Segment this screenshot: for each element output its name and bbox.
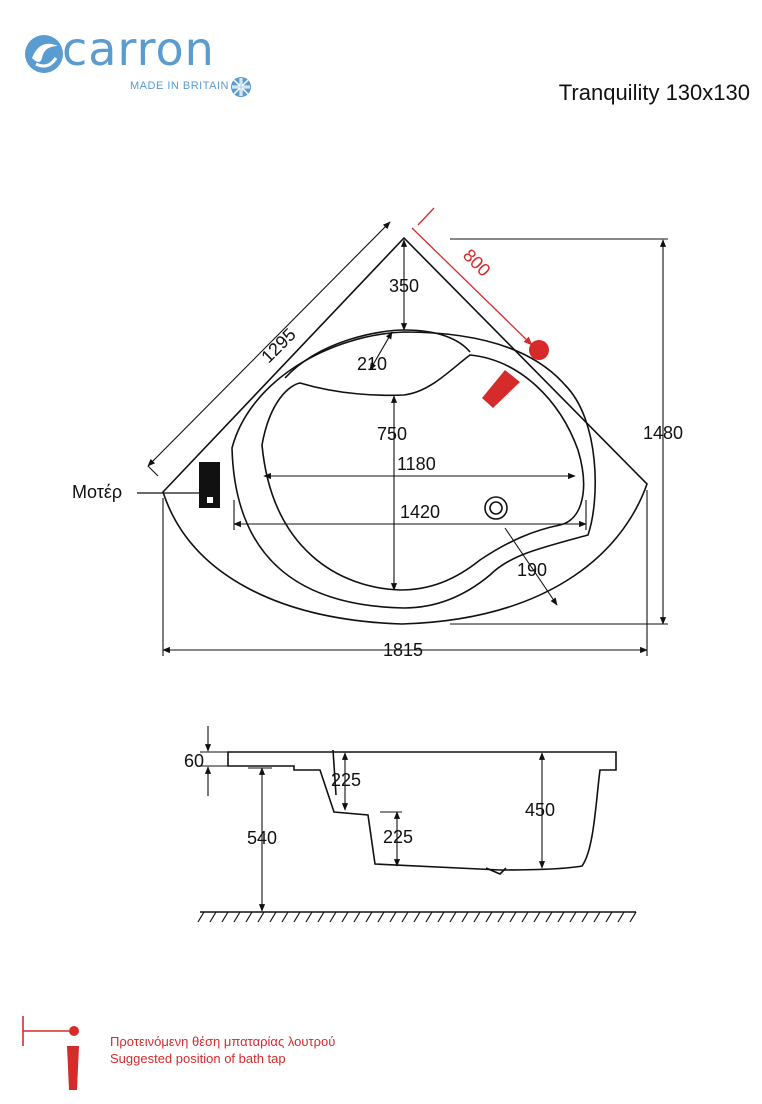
hatch-mark [329, 911, 337, 923]
hatch-mark [377, 911, 385, 923]
brand-logo: carron MADE IN BRITAIN [22, 22, 262, 100]
dim-1480-label: 1480 [643, 423, 683, 443]
swirl-logo-icon [25, 35, 63, 73]
hatch-mark [221, 911, 229, 923]
motor-label: Μοτέρ [72, 482, 122, 502]
hatch-mark [617, 911, 625, 923]
section-inner [332, 749, 337, 796]
hatch-mark [533, 911, 541, 923]
hatch-mark [437, 911, 445, 923]
hatch-mark [389, 911, 397, 923]
hatch-mark [581, 911, 589, 923]
tap-legend: Προτεινόμενη θέση μπαταρίας λουτρού Sugg… [20, 1012, 440, 1092]
technical-drawing: 350 210 750 1180 1420 190 1480 1815 1295… [72, 207, 683, 923]
hatch-mark [605, 911, 613, 923]
brand-tagline: MADE IN BRITAIN [130, 80, 229, 92]
legend-text-english: Suggested position of bath tap [110, 1051, 286, 1066]
dim-1295-label: 1295 [257, 324, 299, 366]
legend-text-greek: Προτεινόμενη θέση μπαταρίας λουτρού [110, 1034, 336, 1049]
hatch-mark [545, 911, 553, 923]
hatch-mark [509, 911, 517, 923]
hatch-mark [245, 911, 253, 923]
section-view [227, 749, 617, 875]
tap-position-marker [411, 207, 549, 408]
drain-icon [484, 496, 508, 520]
hatch-mark [209, 911, 217, 923]
hatch-mark [593, 911, 601, 923]
hatch-mark [353, 911, 361, 923]
product-title: Tranquility 130x130 [558, 80, 750, 105]
dim-750-label: 750 [377, 424, 407, 444]
hatch-mark [281, 911, 289, 923]
dim-800-label: 800 [459, 245, 494, 280]
hatch-mark [497, 911, 505, 923]
hatch-mark [401, 911, 409, 923]
dim-540-label: 540 [247, 828, 277, 848]
dim-225-lower-label: 225 [383, 827, 413, 847]
dim-1180-label: 1180 [397, 454, 436, 474]
union-flag-icon [231, 77, 251, 97]
plan-dimensions [147, 221, 668, 656]
hatch-mark [449, 911, 457, 923]
hatch-mark [233, 911, 241, 923]
motor-icon [199, 462, 220, 508]
hatch-mark [557, 911, 565, 923]
hatch-mark [629, 911, 637, 923]
dim-225-upper-label: 225 [331, 770, 361, 790]
hatch-mark [485, 911, 493, 923]
hatch-mark [341, 911, 349, 923]
dim-60-label: 60 [184, 751, 204, 771]
section-dimensions [200, 726, 546, 912]
hatch-mark [305, 911, 313, 923]
bath-outer-outline [162, 236, 648, 625]
hatch-mark [257, 911, 265, 923]
dim-190-label: 190 [517, 560, 547, 580]
dim-450-label: 450 [525, 800, 555, 820]
hatch-mark [473, 911, 481, 923]
dim-210-label: 210 [357, 354, 387, 374]
hatch-mark [197, 911, 205, 923]
hatch-mark [413, 911, 421, 923]
floor-hatch [197, 911, 637, 923]
hatch-mark [461, 911, 469, 923]
hatch-mark [293, 911, 301, 923]
brand-name: carron [62, 22, 215, 76]
hatch-mark [317, 911, 325, 923]
tap-legend-icon [22, 1016, 79, 1090]
hatch-mark [569, 911, 577, 923]
section-outline [227, 751, 617, 871]
dim-1420-label: 1420 [400, 502, 440, 522]
hatch-mark [521, 911, 529, 923]
hatch-mark [365, 911, 373, 923]
hatch-mark [269, 911, 277, 923]
dim-1815-label: 1815 [383, 640, 423, 660]
dim-350-label: 350 [389, 276, 419, 296]
hatch-mark [425, 911, 433, 923]
